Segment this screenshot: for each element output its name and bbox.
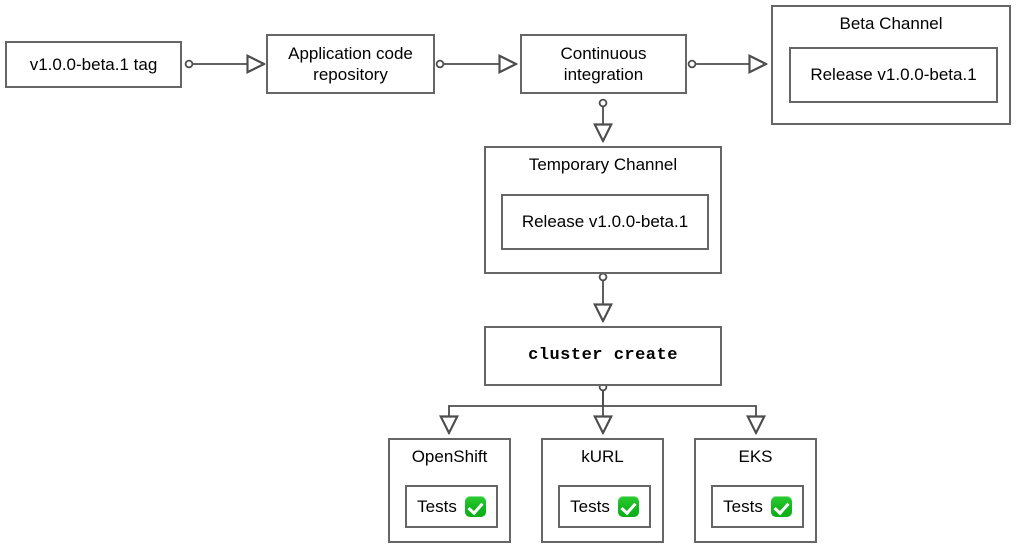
node-temporary-channel-release: Release v1.0.0-beta.1 <box>501 194 709 250</box>
node-continuous-integration[interactable]: Continuous integration <box>520 34 687 94</box>
node-openshift-tests-label: Tests <box>417 496 457 516</box>
node-temporary-channel[interactable]: Temporary Channel Release v1.0.0-beta.1 <box>484 146 722 274</box>
node-application-code-repository-label: Application code repository <box>288 43 413 84</box>
node-kurl-tests: Tests <box>558 485 651 528</box>
edge-source-dot <box>687 59 697 69</box>
node-beta-channel-release: Release v1.0.0-beta.1 <box>789 47 998 103</box>
edge-source-dot <box>598 272 608 282</box>
node-openshift-title: OpenShift <box>411 447 488 466</box>
edge-source-dot <box>598 98 608 108</box>
node-cluster-create[interactable]: cluster create <box>484 326 722 386</box>
node-kurl-title: kURL <box>581 447 624 466</box>
node-temporary-channel-release-label: Release v1.0.0-beta.1 <box>521 212 689 232</box>
green-check-icon <box>464 496 486 517</box>
node-cluster-create-label: cluster create <box>528 346 678 366</box>
node-openshift[interactable]: OpenShift Tests <box>388 438 511 543</box>
node-kurl-tests-label: Tests <box>570 496 610 516</box>
node-application-code-repository[interactable]: Application code repository <box>266 34 435 94</box>
node-openshift-tests: Tests <box>405 485 498 528</box>
node-tag[interactable]: v1.0.0-beta.1 tag <box>5 41 182 88</box>
node-continuous-integration-label: Continuous integration <box>560 43 647 84</box>
node-eks[interactable]: EKS Tests <box>694 438 817 543</box>
edge-source-dot <box>184 59 194 69</box>
node-eks-title: EKS <box>738 447 773 466</box>
node-beta-channel-title: Beta Channel <box>839 14 943 33</box>
node-eks-tests-label: Tests <box>723 496 763 516</box>
edge-cluster-create-to-eks <box>602 391 756 433</box>
edge-source-dot <box>435 59 445 69</box>
node-eks-tests: Tests <box>711 485 804 528</box>
green-check-icon <box>770 496 792 517</box>
node-tag-label: v1.0.0-beta.1 tag <box>29 54 158 74</box>
node-kurl[interactable]: kURL Tests <box>541 438 664 543</box>
node-beta-channel-release-label: Release v1.0.0-beta.1 <box>810 65 977 85</box>
node-beta-channel[interactable]: Beta Channel Release v1.0.0-beta.1 <box>771 5 1011 125</box>
green-check-icon <box>617 496 639 517</box>
edge-cluster-create-to-openshift <box>449 391 604 433</box>
node-temporary-channel-title: Temporary Channel <box>528 155 678 174</box>
